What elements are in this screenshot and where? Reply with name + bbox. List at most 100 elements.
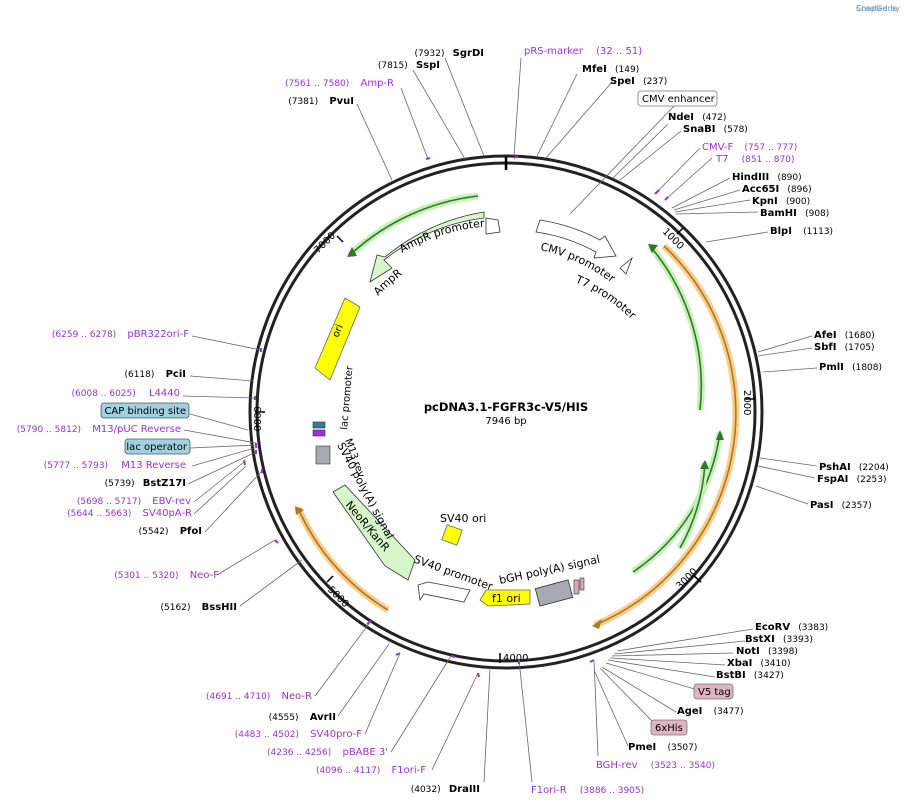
ampr-promoter-arrow (485, 217, 501, 235)
label-fspai: FspAI (2253) (817, 474, 887, 485)
label-neo-r: (4691 .. 4710) Neo-R (206, 691, 312, 702)
label-cmv-f: CMV-F (757 .. 777) (702, 142, 797, 153)
label-ndei: NdeI (472) (668, 112, 726, 123)
t7-promoter-arrow (619, 256, 633, 275)
cmv-promoter-arrow (535, 219, 617, 259)
label-pasi: PasI (2357) (810, 500, 872, 511)
label-pfoi: (5542) PfoI (139, 526, 202, 537)
lac-promoter-block (312, 421, 326, 429)
label-t7: T7 (851 .. 870) (715, 154, 795, 165)
tick-7000: 7000 (312, 230, 338, 256)
label-bstz17i: (5739) BstZ17I (105, 478, 186, 489)
label-bsshii: (5162) BssHII (161, 602, 237, 613)
label-draiii: (4032) DraIII (411, 784, 480, 795)
label-kpni: KpnI (900) (752, 196, 810, 207)
tick-6000: 6000 (251, 406, 262, 431)
plasmid-name: pcDNA3.1-FGFR3c-V5/HIS (424, 400, 588, 414)
m13-rev-block (312, 429, 326, 437)
neo-orange-arc-arrowhead (295, 506, 304, 515)
ori-label: ori (331, 323, 346, 339)
label-prs-marker: pRS-marker (32 .. 51) (524, 46, 642, 57)
label-6xhis: 6xHis (655, 723, 683, 734)
label-agei: AgeI (3477) (677, 706, 744, 717)
label-noti: NotI (3398) (736, 646, 798, 657)
tick-4000: 4000 (503, 653, 528, 664)
label-bamhi: BamHI (908) (760, 208, 829, 219)
sv40-polya-block (315, 445, 331, 465)
created-by-credit: Created by (856, 4, 900, 13)
cmv-enhancer-box (637, 90, 718, 107)
label-neo-f: (5301 .. 5320) Neo-F (114, 570, 219, 581)
label-m13-reverse: (5777 .. 5793) M13 Reverse (44, 460, 186, 471)
label-avrii: (4555) AvrII (269, 712, 336, 723)
orange-arc-arrowhead (592, 619, 602, 629)
label-pmei: PmeI (3507) (628, 742, 697, 753)
label-sgrdi: (7932) SgrDI (415, 48, 484, 59)
ampr-promoter-label: AmpR promoter (397, 217, 485, 256)
label-m13-puc-reverse: (5790 .. 5812) M13/pUC Reverse (17, 424, 181, 435)
label-pbabe-3: (4236 .. 4256) pBABE 3' (267, 747, 388, 758)
label-pmli: PmlI (1808) (819, 362, 882, 373)
f1-ori-label: f1 ori (492, 592, 521, 605)
neo-orange-arc (297, 507, 389, 611)
label-sbfi: SbfI (1705) (814, 342, 875, 353)
label-ecorv: EcoRV (3383) (755, 622, 828, 633)
lac-promoter-label: lac promoter (339, 365, 356, 431)
6xhis-box (650, 719, 688, 736)
sv40-ori-label: SV40 ori (440, 512, 486, 525)
label-sv40pro-f: (4483 .. 4502) SV40pro-F (235, 729, 363, 740)
sv40-ori-box (441, 524, 463, 546)
green-arc-1-arrowhead (648, 244, 658, 253)
f1-ori-arrow (479, 589, 531, 607)
label-f1ori-r: F1ori-R (3886 .. 3905) (531, 785, 644, 796)
label-afei: AfeI (1680) (814, 330, 875, 341)
fgfr3c-orange-arc (594, 245, 737, 626)
label-sspi: (7815) SspI (378, 60, 440, 71)
label-ebv-rev: (5698 .. 5717) EBV-rev (77, 496, 191, 507)
green-arc-1 (649, 245, 703, 411)
right-annotation-labels: pRS-marker (32 .. 51) MfeI (149) SpeI (2… (524, 46, 889, 796)
label-mfei: MfeI (149) (582, 64, 639, 75)
neor-kanr-arrow (332, 484, 416, 581)
label-cmv-enhancer: CMV enhancer (642, 94, 716, 105)
label-snabi: SnaBI (578) (683, 124, 748, 135)
ampr-green-arc-arrowhead (347, 247, 357, 257)
label-hindiii: HindIII (890) (732, 172, 802, 183)
label-pvui: (7381) PvuI (288, 96, 354, 107)
sv40-promoter-arrow (417, 581, 471, 603)
label-spei: SpeI (237) (610, 76, 667, 87)
green-arc-3-arrowhead (700, 460, 709, 469)
label-bgh-rev: BGH-rev (3523 .. 3540) (596, 760, 715, 771)
v5-tag-box (693, 683, 734, 700)
ampr-arrow (369, 211, 485, 283)
green-arc-2-arrowhead (716, 430, 724, 440)
bgh-polya-block (534, 579, 574, 607)
tick-2000: 2000 (741, 390, 752, 415)
left-annotation-labels: (7932) SgrDI (7815) SspI (7561 .. 7580) … (17, 48, 484, 795)
label-xbai: XbaI (3410) (727, 658, 790, 669)
plasmid-length: 7946 bp (485, 416, 526, 427)
label-bstxi: BstXI (3393) (745, 634, 813, 645)
lac-operator-box (124, 438, 191, 455)
green-arc-halo-2 (631, 431, 724, 575)
green-arc-3 (679, 461, 706, 549)
bgh-polya-label: bGH poly(A) signal (498, 553, 601, 587)
label-l4440: (6008 .. 6025) L4440 (72, 388, 181, 399)
ori-arrow (314, 297, 361, 381)
cap-binding-site-box (100, 402, 190, 419)
label-f1ori-f: (4096 .. 4117) F1ori-F (316, 765, 426, 776)
label-v5-tag: V5 tag (698, 687, 731, 698)
v5-tag-block (573, 579, 580, 595)
label-lac-operator: lac operator (126, 442, 187, 453)
position-ticks (255, 227, 755, 663)
label-bstbi: BstBI (3427) (716, 670, 784, 681)
label-amp-r: (7561 .. 7580) Amp-R (285, 78, 394, 89)
label-sv40pa-r: (5644 .. 5663) SV40pA-R (67, 508, 192, 519)
label-acc65i: Acc65I (896) (742, 184, 812, 195)
6xhis-block (579, 577, 585, 591)
ampr-green-arc (349, 195, 479, 256)
label-blpi: BlpI (1113) (770, 226, 833, 237)
green-arc-2 (632, 431, 721, 573)
primer-ring-marks (243, 155, 669, 678)
